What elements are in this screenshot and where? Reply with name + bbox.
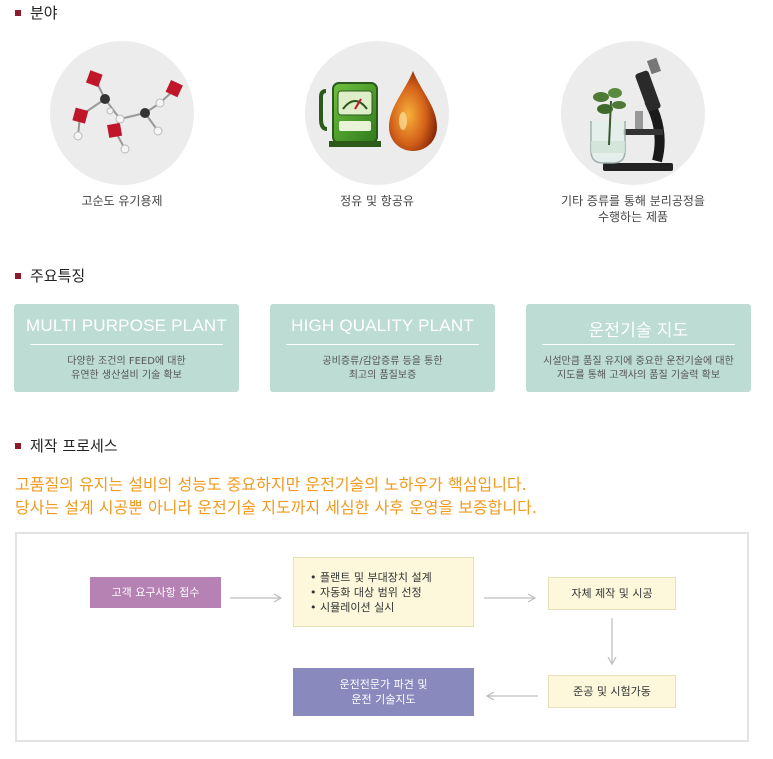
field-image-distillation [561,41,705,185]
section-title-process-text: 제작 프로세스 [30,437,118,455]
feature-card-title: HIGH QUALITY PLANT [291,316,474,335]
process-step-manufacture: 자체 제작 및 시공 [548,577,676,610]
arrow-right-icon [230,588,284,607]
section-title-process: 제작 프로세스 [15,435,118,456]
process-step-expert-line1: 운전전문가 파견 및 [339,678,428,691]
process-step-design-item: 자동화 대상 범위 선정 [310,585,432,600]
feature-card-title: MULTI PURPOSE PLANT [26,316,227,335]
process-step-design: 플랜트 및 부대장치 설계 자동화 대상 범위 선정 시뮬레이션 실시 [293,557,474,627]
feature-card-high-quality: HIGH QUALITY PLANT 공비증류/감압증류 등을 통한 최고의 품… [270,304,495,392]
microscope-icon [590,57,673,171]
feature-card-divider [30,344,223,345]
process-step-completion: 준공 및 시험가동 [548,675,676,708]
feature-card-multi-purpose: MULTI PURPOSE PLANT 다양한 조건의 FEED에 대한 유연한… [14,304,239,392]
section-title-features-text: 주요특징 [30,267,86,285]
field-label-refined-oil: 정유 및 항공유 [340,194,414,208]
field-image-refined-oil [305,41,449,185]
arrow-right-icon [484,588,538,607]
feature-card-divider [542,344,735,345]
process-step-expert-line2: 운전 기술지도 [351,693,416,706]
feature-card-desc: 공비증류/감압증류 등을 통한 최고의 품질보증 [322,356,443,381]
headline-line2: 당사는 설계 시공뿐 아니라 운전기술 지도까지 세심한 사후 운영을 보증합니… [15,498,537,517]
field-label-distillation-line1: 기타 증류를 통해 분리공정을 [561,194,705,208]
process-step-design-item: 시뮬레이션 실시 [310,600,432,615]
field-label-distillation-line2: 수행하는 제품 [597,210,669,224]
section-title-features: 주요특징 [15,265,85,286]
section-title-field: 분야 [15,2,58,23]
feature-card-title: 운전기술 지도 [588,321,689,340]
feature-card-desc: 시설만큼 품질 유지에 중요한 운전기술에 대한 지도를 통해 고객사의 품질 … [543,356,734,381]
section-bullet [15,9,21,16]
feature-card-desc: 다양한 조건의 FEED에 대한 유연한 생산설비 기술 확보 [67,356,186,381]
headline-line1: 고품질의 유지는 설비의 성능도 중요하지만 운전기술의 노하우가 핵심입니다. [15,475,527,494]
process-step-requirements: 고객 요구사항 접수 [90,577,221,608]
molecule-icon [72,70,183,154]
field-label-organic-solvent: 고순도 유기용제 [81,194,163,208]
feature-card-operation-guidance: 운전기술 지도 시설만큼 품질 유지에 중요한 운전기술에 대한 지도를 통해 … [526,304,751,392]
feature-card-divider [286,344,479,345]
arrow-left-icon [484,686,538,705]
fuel-pump-oil-drop-icon [319,71,437,151]
section-bullet [15,442,21,449]
section-bullet [15,272,21,279]
process-step-expert-dispatch: 운전전문가 파견 및 운전 기술지도 [293,668,474,716]
section-title-field-text: 분야 [30,4,58,22]
arrow-down-icon [607,618,617,670]
process-step-design-item: 플랜트 및 부대장치 설계 [310,570,432,585]
field-image-organic-solvent [50,41,194,185]
process-step-design-list: 플랜트 및 부대장치 설계 자동화 대상 범위 선정 시뮬레이션 실시 [310,570,432,615]
field-label-distillation: 기타 증류를 통해 분리공정을 수행하는 제품 [533,193,733,225]
